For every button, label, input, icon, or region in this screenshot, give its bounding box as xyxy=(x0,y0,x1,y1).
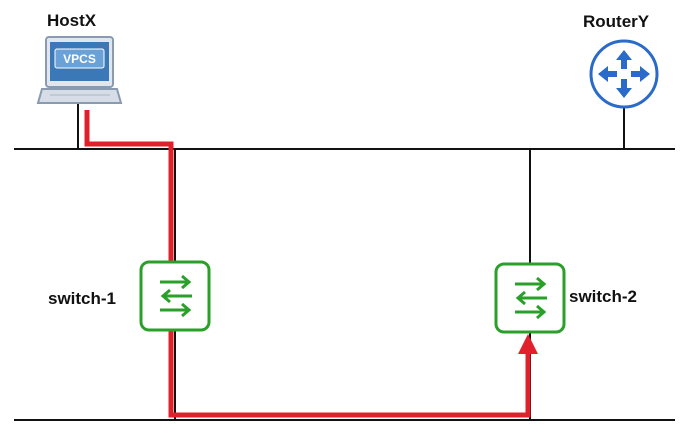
switch-icon xyxy=(494,262,566,334)
host-label: HostX xyxy=(47,11,97,30)
vpcs-screen-text: VPCS xyxy=(63,52,96,66)
vpcs-laptop-icon xyxy=(36,36,123,104)
router-label: RouterY xyxy=(583,12,650,31)
switch2-label: switch-2 xyxy=(569,287,638,306)
router-icon xyxy=(589,39,659,109)
switch-icon xyxy=(139,260,211,332)
traffic-path-arrowhead xyxy=(518,334,538,354)
switch1-label: switch-1 xyxy=(48,289,117,308)
